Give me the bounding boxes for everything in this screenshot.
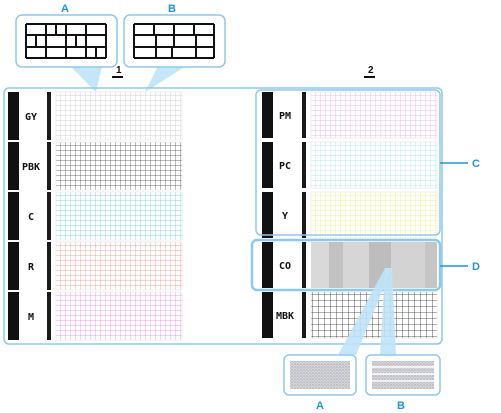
top-zoom-b-label: B — [168, 3, 176, 15]
top-zoom-a: A — [15, 3, 118, 92]
ink-label-y: Y — [282, 211, 288, 222]
separator-bar — [302, 292, 306, 338]
bottom-zoom-a-label: A — [316, 400, 324, 412]
ink-label-r: R — [28, 262, 35, 273]
group-c-label: C — [472, 158, 480, 170]
broken-grid-sample — [25, 23, 107, 59]
pattern-row-pc: PC — [262, 141, 438, 189]
separator-bar — [47, 192, 51, 240]
group-d-outline — [250, 238, 442, 292]
pattern-swatch-r — [55, 241, 183, 291]
label-bar — [8, 192, 19, 240]
block-2-number: 2 — [368, 65, 374, 76]
left-pattern-column: GY PBK C R M — [8, 91, 183, 341]
pattern-row-m: M — [8, 291, 183, 341]
label-bar — [262, 192, 273, 238]
dotted-fill-sample — [290, 361, 350, 389]
callout-pointer — [380, 268, 396, 355]
ink-label-m: M — [28, 312, 34, 323]
ink-label-pbk: PBK — [22, 162, 40, 173]
group-d-label: D — [472, 261, 480, 273]
callout-pointer — [70, 66, 102, 92]
pattern-row-r: R — [8, 241, 183, 291]
top-zoom-b: B — [123, 3, 226, 92]
ink-label-pm: PM — [279, 111, 291, 122]
block-1-number: 1 — [116, 65, 122, 76]
pattern-row-mbk: MBK — [262, 291, 438, 339]
streaked-fill-sample — [372, 361, 434, 389]
separator-bar — [47, 242, 51, 290]
label-bar — [262, 142, 273, 188]
separator-bar — [47, 142, 51, 190]
separator-bar — [302, 92, 306, 138]
pattern-row-co: CO — [262, 242, 437, 288]
ink-label-co: CO — [279, 261, 291, 272]
white-streaks — [372, 366, 434, 382]
ink-label-pc: PC — [279, 161, 291, 172]
group-d: D — [250, 238, 480, 292]
separator-bar — [47, 92, 51, 140]
misaligned-grid-sample — [133, 23, 215, 59]
label-bar — [262, 292, 273, 338]
pattern-row-pm: PM — [262, 91, 438, 139]
separator-bar — [302, 142, 306, 188]
pattern-row-gy: GY — [8, 91, 183, 141]
separator-bar — [302, 192, 306, 238]
label-bar — [8, 142, 19, 190]
bottom-zoom-b-label: B — [397, 400, 405, 412]
pattern-swatch-y — [310, 191, 438, 239]
label-bar — [8, 92, 19, 140]
pattern-row-c: C — [8, 191, 183, 241]
bottom-zoom-b: B — [365, 354, 441, 412]
pattern-swatch-c — [55, 191, 183, 241]
ink-label-c: C — [28, 212, 34, 223]
block-2-marker: 2 — [364, 65, 375, 78]
label-bar — [262, 92, 273, 138]
pattern-swatch-gy — [55, 91, 183, 141]
test-sheet-outline — [3, 87, 443, 345]
bottom-zoom-a: A — [283, 354, 357, 412]
top-zoom-a-label: A — [61, 3, 69, 15]
pattern-swatch-pbk — [55, 141, 183, 191]
separator-bar — [47, 292, 51, 340]
pattern-swatch-pc — [310, 141, 438, 189]
ink-label-mbk: MBK — [276, 311, 294, 322]
label-bar — [8, 292, 19, 340]
group-c: C — [255, 89, 480, 236]
pattern-swatch-pm — [310, 91, 438, 139]
label-bar — [8, 242, 19, 290]
pattern-swatch-m — [55, 291, 183, 341]
separator-bar — [302, 242, 306, 288]
callout-pointer — [145, 66, 186, 92]
pattern-row-pbk: PBK — [8, 141, 183, 191]
pattern-swatch-co — [311, 242, 437, 288]
callout-pointer — [338, 268, 392, 355]
pattern-row-y: Y — [262, 191, 438, 239]
block-1-marker: 1 — [112, 65, 123, 78]
ink-label-gy: GY — [25, 112, 37, 123]
right-pattern-column: PM PC Y CO MBK — [262, 91, 438, 339]
label-bar — [262, 242, 273, 288]
